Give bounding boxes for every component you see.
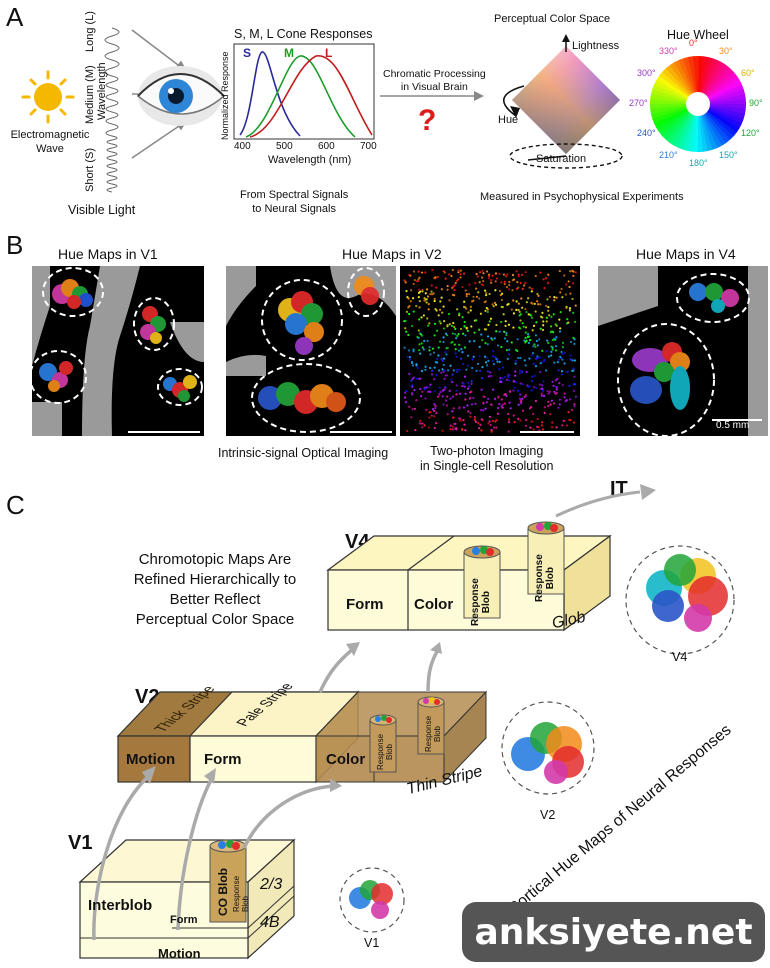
v2-response-blob-2 xyxy=(417,696,445,755)
v4-hue-map xyxy=(598,266,768,437)
hue-angle-1: 30° xyxy=(719,46,733,57)
v4-response-blob-2 xyxy=(527,521,565,595)
hue-angle-2: 60° xyxy=(740,68,755,78)
hue-angle-9: 270° xyxy=(629,98,648,108)
v2-hue-circle xyxy=(501,701,595,795)
layer-4b-label: 4B xyxy=(260,914,280,931)
cone-x-axis: Wavelength (nm) xyxy=(268,154,352,166)
layer-23-label: 2/3 xyxy=(260,876,283,893)
scale-label: 0.5 mm xyxy=(716,420,750,431)
hue-angle-8: 240° xyxy=(637,128,656,138)
hue-wheel-icon xyxy=(650,56,746,152)
question-mark: ? xyxy=(418,104,437,137)
v2-circle-label: V2 xyxy=(540,808,556,822)
v2-color-label: Color xyxy=(326,751,366,768)
eye-icon xyxy=(136,66,226,126)
sun-icon xyxy=(21,70,75,124)
wavelength-label: Wavelength xyxy=(96,62,108,120)
wave-lines xyxy=(104,27,120,193)
cone-chart-title: S, M, L Cone Responses xyxy=(234,27,373,41)
watermark-badge: anksiyete.net xyxy=(462,902,765,962)
short-label: Short (S) xyxy=(84,147,96,192)
v2-blob-label-1: Response Blob xyxy=(376,733,394,770)
tick-500: 500 xyxy=(276,141,293,152)
measured-label: Measured in Psychophysical Experiments xyxy=(480,191,684,203)
v4-hue-circle xyxy=(625,545,735,655)
v1-motion-label: Motion xyxy=(158,946,201,961)
panel-c-letter: C xyxy=(6,490,25,520)
co-blob-response-label: Response Blob xyxy=(232,875,250,912)
hue-angle-10: 300° xyxy=(637,68,656,78)
saturation-label: Saturation xyxy=(536,153,587,165)
panel-b-letter: B xyxy=(6,230,24,260)
panel-b-maps xyxy=(29,266,768,437)
panel-a-letter: A xyxy=(6,2,24,32)
hue-angle-5: 150° xyxy=(719,149,738,160)
tick-600: 600 xyxy=(318,141,335,152)
visible-light-label: Visible Light xyxy=(68,203,136,217)
tick-400: 400 xyxy=(234,141,251,152)
hue-label: Hue xyxy=(498,114,519,126)
lightness-label: Lightness xyxy=(572,40,620,52)
v1-hue-circle xyxy=(339,867,405,933)
medium-label: Medium (M) xyxy=(84,65,96,124)
panel-c-diagram xyxy=(78,484,735,960)
intrinsic-label: Intrinsic-signal Optical Imaging xyxy=(218,446,389,460)
cone-l-label: L xyxy=(325,46,333,60)
hue-angle-7: 210° xyxy=(659,149,678,160)
hue-angle-11: 330° xyxy=(659,46,678,57)
v1-box-label: V1 xyxy=(68,832,93,854)
hue-angle-0: 0° xyxy=(689,38,698,48)
v1-hue-map xyxy=(29,266,204,436)
spectral-label: From Spectral Signals to Neural Signals xyxy=(240,189,349,215)
v2-hue-maps-title: Hue Maps in V2 xyxy=(342,246,442,262)
panel-a-graphics xyxy=(21,27,746,193)
v2-blob-label-2: Response Blob xyxy=(424,715,442,752)
hue-angle-3: 90° xyxy=(749,98,763,108)
long-label: Long (L) xyxy=(84,11,96,52)
hue-angle-4: 120° xyxy=(740,128,760,138)
v2-two-photon-map xyxy=(400,266,580,436)
v1-form-label: Form xyxy=(170,914,198,926)
v4-circle-label: V4 xyxy=(672,650,688,664)
v4-hue-maps-title: Hue Maps in V4 xyxy=(636,246,736,262)
two-photon-label: Two-photon Imaging in Single-cell Resolu… xyxy=(420,444,554,473)
perceptual-title: Perceptual Color Space xyxy=(494,13,611,25)
cone-y-axis: Normalized Response xyxy=(220,51,230,140)
chromotopic-label: Chromotopic Maps Are Refined Hierarchica… xyxy=(133,551,297,628)
v4-color-label: Color xyxy=(414,596,454,613)
co-blob-label: CO Blob xyxy=(216,868,230,916)
v1-hue-maps-title: Hue Maps in V1 xyxy=(58,246,158,262)
cone-m-label: M xyxy=(284,46,294,60)
cone-s-label: S xyxy=(243,46,252,60)
motion-v2-label: Motion xyxy=(126,751,176,768)
v2-intrinsic-map xyxy=(226,266,396,436)
em-wave-label: Electromagnetic Wave xyxy=(10,129,90,155)
chromatic-label: Chromatic Processing in Visual Brain xyxy=(383,68,486,93)
v4-blob-label-1: Response Blob xyxy=(470,578,492,626)
v4-blob-label-2: Response Blob xyxy=(534,554,556,602)
v1-circle-label: V1 xyxy=(364,936,380,950)
v1-co-blob xyxy=(209,839,247,923)
hue-angle-6: 180° xyxy=(689,158,708,168)
cone-response-chart xyxy=(233,43,375,140)
tick-700: 700 xyxy=(360,141,377,152)
v4-form-label: Form xyxy=(346,596,384,613)
v2-response-blob-1 xyxy=(369,714,397,773)
hue-wheel-title: Hue Wheel xyxy=(667,28,729,42)
interblob-label: Interblob xyxy=(88,897,153,914)
v4-response-blob-1 xyxy=(463,545,501,619)
v2-form-label: Form xyxy=(204,751,242,768)
